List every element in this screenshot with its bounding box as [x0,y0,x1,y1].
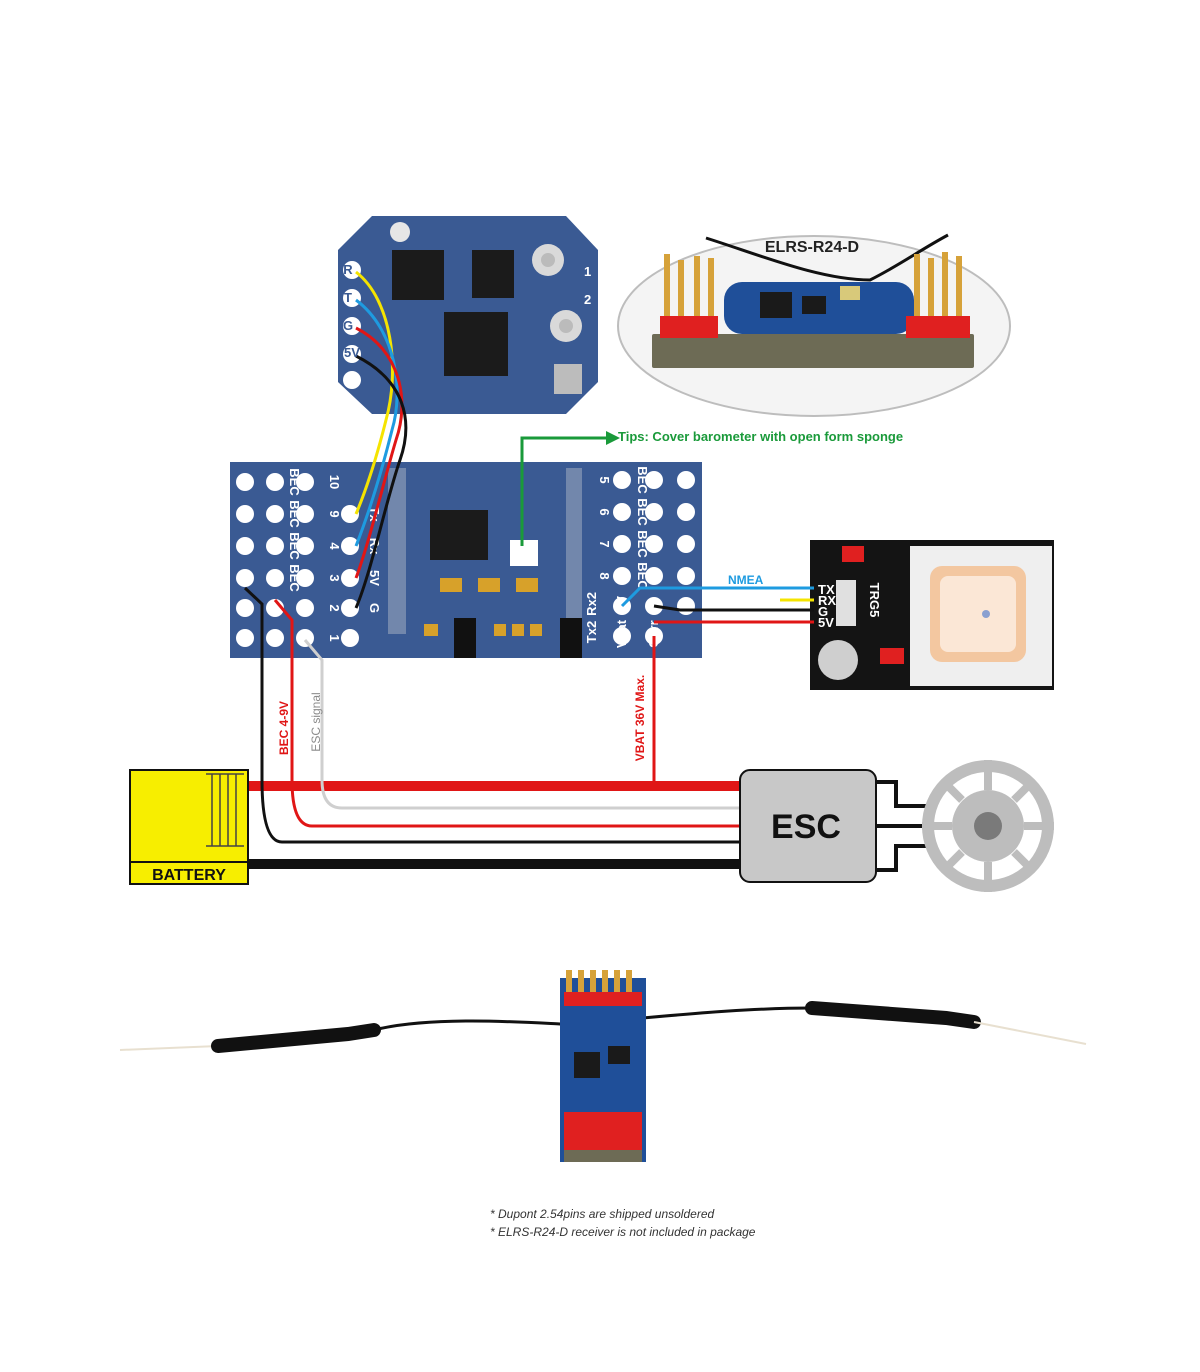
note-dupont: * Dupont 2.54pins are shipped unsoldered [490,1207,714,1221]
motor [922,760,1054,892]
pdb-right-vbat: Vbat [614,619,629,648]
pdb-right-bec-3: BEC [635,530,650,558]
fc-port-1: 1 [584,264,591,279]
fc-pdb-wires [354,270,408,609]
gps-pin-tx: TX [818,582,835,597]
pdb-right-g: G [646,599,661,609]
esc-signal-label: ESC signal [309,692,323,751]
receiver-with-antennas [119,970,1087,1162]
pdb-left-bec-1: BEC [287,468,302,496]
pdb-left-bec-3: BEC [287,532,302,560]
pdb-right-tx2: Tx2 [584,621,599,643]
bec-voltage-label: BEC 4-9V [277,701,291,755]
esc-label: ESC [771,808,841,846]
gps-side-label: TRG5 [867,583,882,618]
nmea-label: NMEA [728,573,764,587]
fc-port-2: 2 [584,292,591,307]
esc: ESC [739,769,930,883]
pdb-left-num-1: 10 [327,475,342,489]
pdb-right-5v: 5V [614,596,629,612]
pdb-gps-wires [620,586,814,624]
pdb-left-g: G [367,603,382,613]
pdb-left-num-5: 2 [327,604,342,611]
pdb-right-num-1: 5 [597,476,612,483]
gps-pin-rx: RX [818,593,836,608]
pdb-left-num-6: 1 [327,634,342,641]
pdb-left-bec-2: BEC [287,500,302,528]
flight-controller-board: 1 2 [338,216,598,414]
tip-text: Tips: Cover barometer with open form spo… [618,429,903,444]
receiver-closeup: ELRS-R24-D [617,233,1011,417]
battery: BATTERY [129,769,249,885]
receiver-label: ELRS-R24-D [765,239,859,256]
pdb-right-bec-2: BEC [635,498,650,526]
pdb-left-num-4: 3 [327,574,342,581]
gps-pin-g: G [818,604,828,619]
pdb-left-bec-4: BEC [287,564,302,592]
note-receiver: * ELRS-R24-D receiver is not included in… [490,1225,756,1239]
gps-pin-5v: 5V [818,615,834,630]
fc-pin-g: G [343,318,353,333]
vbat-label: VBAT 36V Max. [633,675,647,761]
gps-module: TX RX G 5V TRG5 [810,540,1054,690]
pdb-right-num-3: 7 [597,540,612,547]
battery-label: BATTERY [152,867,226,884]
pdb-left-num-2: 9 [327,510,342,517]
pdb-right-num-2: 6 [597,508,612,515]
pdb-board: 10 9 4 3 2 1 BEC BEC BEC BEC Tx Rx 5V G … [230,462,702,658]
pdb-right-bec-4: BEC [635,562,650,590]
fc-pin-t: T [344,290,352,305]
power-wires [243,586,740,869]
fc-pin-5v: 5V [344,345,360,360]
pdb-right-num-4: 8 [597,572,612,579]
pdb-right-rx2: Rx2 [584,592,599,616]
pdb-left-5v: 5V [367,570,382,586]
barometer-tip: Tips: Cover barometer with open form spo… [520,429,903,546]
fc-pin-r: R [343,262,353,277]
pdb-right-bec-1: BEC [635,466,650,494]
pdb-left-num-3: 4 [327,542,342,550]
pdb-right-curr: Curr [646,620,661,647]
